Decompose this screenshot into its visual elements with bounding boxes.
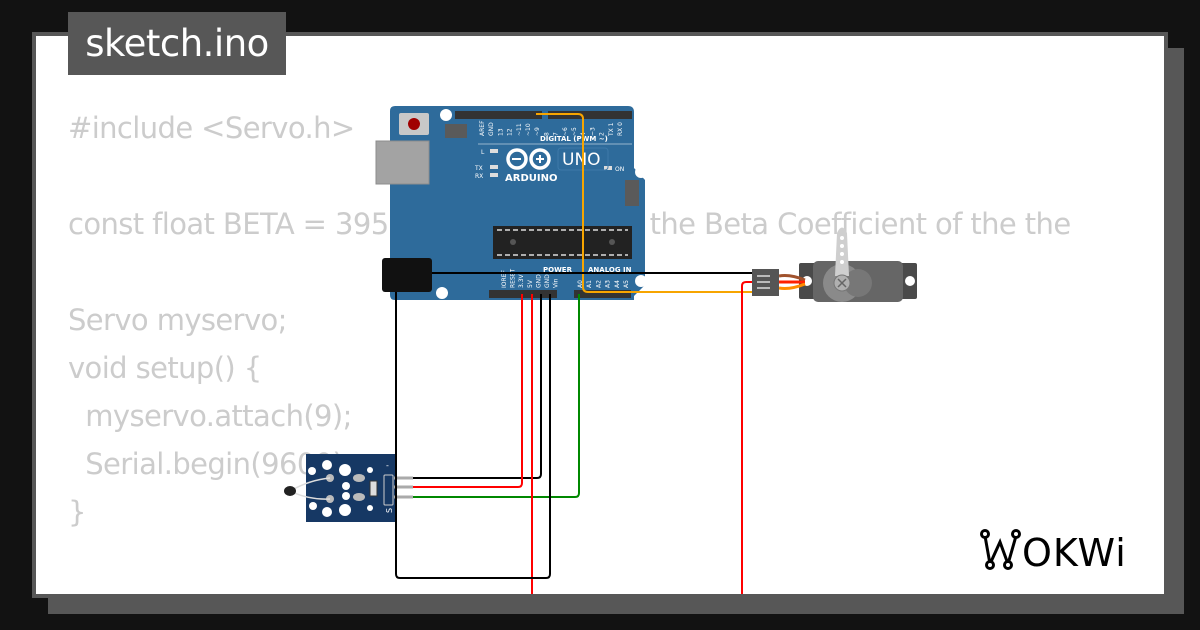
pin-label: A4 bbox=[614, 280, 621, 288]
mounting-hole bbox=[635, 166, 647, 178]
mounting-hole bbox=[635, 275, 647, 287]
analog-header[interactable] bbox=[574, 290, 631, 298]
pin-label: 12 bbox=[507, 128, 514, 136]
code-line: void setup() { bbox=[68, 351, 262, 385]
pin-label: AREF bbox=[479, 120, 486, 136]
pin-label: A1 bbox=[586, 280, 593, 288]
svg-text:TX: TX bbox=[474, 165, 483, 172]
pin-label: RX 0 bbox=[617, 122, 624, 136]
pin-label: 3.3V bbox=[518, 273, 525, 288]
pin-label: 2 bbox=[599, 132, 606, 136]
mounting-hole bbox=[440, 109, 452, 121]
arduino-brand-label: ARDUINO bbox=[505, 173, 557, 184]
wire-sensor-power[interactable] bbox=[413, 294, 523, 488]
pin-label: ~6 bbox=[562, 127, 569, 136]
sensor-pin-label-signal: S bbox=[385, 508, 394, 513]
digital-header[interactable] bbox=[548, 111, 632, 119]
analog-label: ANALOG IN bbox=[588, 266, 632, 274]
code-line: void loop() { bbox=[68, 584, 1071, 594]
pin-label: ~10 bbox=[525, 123, 532, 136]
icsp-header bbox=[445, 124, 639, 206]
pin-label: A0 bbox=[577, 280, 584, 288]
pin-label: A3 bbox=[605, 280, 612, 288]
microcontroller-chip bbox=[493, 226, 632, 259]
servo-motor[interactable] bbox=[752, 227, 917, 303]
pin-label: ~5 bbox=[571, 127, 578, 136]
pin-label: TX 1 bbox=[608, 122, 615, 137]
wokwi-logo-text: OKWi bbox=[1022, 531, 1127, 575]
pin-label: RESET bbox=[510, 268, 517, 288]
sensor-pin-header[interactable] bbox=[383, 474, 394, 506]
ntc-temperature-sensor-module[interactable]: - S bbox=[284, 454, 413, 522]
arduino-logo-icon bbox=[506, 148, 551, 170]
file-title-tab: sketch.ino bbox=[68, 12, 286, 75]
pin-label: GND bbox=[488, 122, 495, 136]
pin-label: ~3 bbox=[589, 127, 596, 136]
pin-label: 13 bbox=[497, 128, 504, 136]
pin-label: GND bbox=[535, 274, 542, 288]
wire-jack-ground-loop[interactable] bbox=[395, 292, 551, 579]
pin-label: A2 bbox=[595, 280, 602, 288]
pin-label: GND bbox=[544, 274, 551, 288]
wire-servo-power[interactable] bbox=[741, 281, 752, 600]
wire-servo-signal[interactable] bbox=[536, 113, 752, 293]
code-line: myservo.attach(9); bbox=[68, 399, 352, 433]
pin-label: IOREF bbox=[501, 270, 508, 288]
digital-header-label: DIGITAL (PWM ~) bbox=[540, 135, 608, 143]
svg-text:ON: ON bbox=[615, 166, 624, 173]
wires bbox=[395, 113, 752, 600]
pin-label: 5V bbox=[527, 279, 534, 288]
power-jack bbox=[382, 258, 432, 292]
thermistor bbox=[284, 486, 296, 496]
resistor bbox=[369, 480, 378, 497]
pin-label: 8 bbox=[543, 132, 550, 136]
arduino-model-label: UNO bbox=[562, 150, 601, 170]
power-label: POWER bbox=[543, 266, 573, 274]
pin-label: Vin bbox=[553, 278, 560, 288]
pin-label: A5 bbox=[623, 280, 630, 288]
sensor-pin-label-minus: - bbox=[386, 461, 389, 470]
mounting-hole bbox=[436, 287, 448, 299]
wire-sensor-signal[interactable] bbox=[413, 294, 580, 498]
pin-label: ~11 bbox=[516, 123, 523, 136]
code-line: #include <Servo.h> bbox=[68, 111, 355, 145]
code-block: #include <Servo.h>const float BETA = 395… bbox=[68, 104, 1071, 594]
pin-label: ~9 bbox=[534, 127, 541, 136]
code-line: } bbox=[68, 495, 86, 529]
usb-connector bbox=[375, 140, 430, 185]
svg-text:RX: RX bbox=[475, 173, 483, 180]
digital-header[interactable] bbox=[455, 111, 542, 119]
pin-label: 7 bbox=[553, 132, 560, 136]
svg-text:L: L bbox=[481, 149, 485, 156]
reset-button-cap bbox=[408, 118, 420, 130]
wokwi-logo: OKWi bbox=[980, 529, 1127, 575]
wire-sensor-ground[interactable] bbox=[413, 294, 542, 479]
servo-horn bbox=[835, 227, 849, 276]
code-line: Servo myservo; bbox=[68, 303, 287, 337]
